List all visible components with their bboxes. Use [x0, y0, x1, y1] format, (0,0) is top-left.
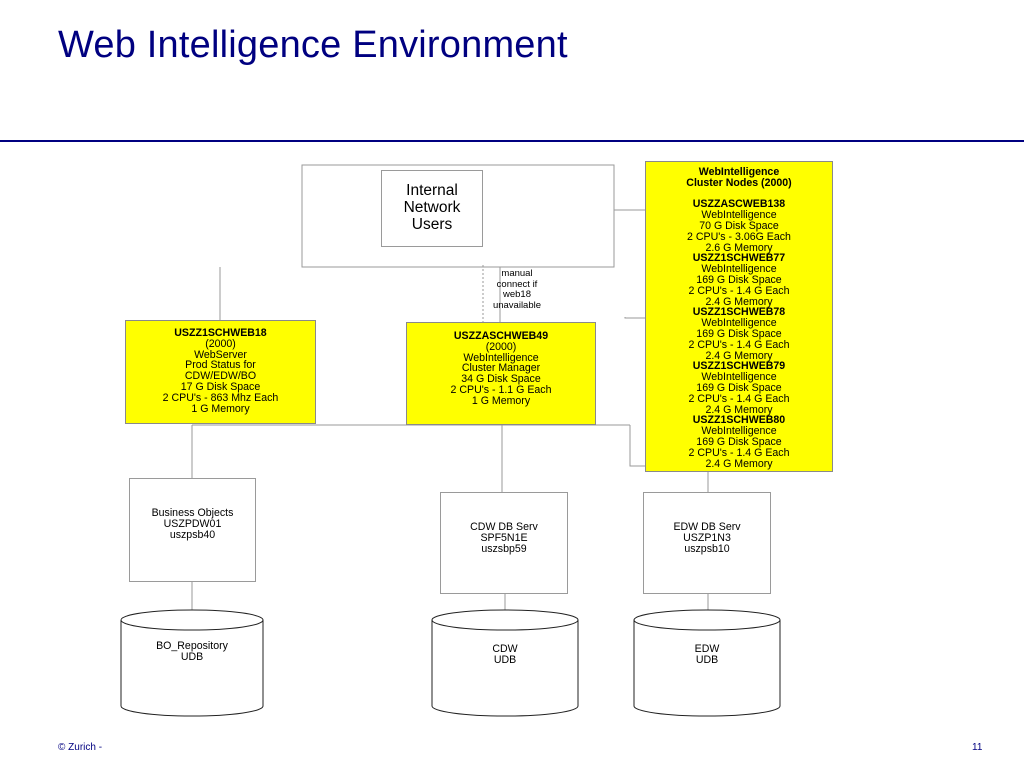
cluster-node-detail: 2.4 G Memory: [705, 349, 773, 362]
edw-db-line: EDW: [694, 643, 720, 655]
web49-detail: WebIntelligence: [463, 351, 539, 364]
web18-detail: (2000): [205, 337, 236, 350]
edw-db-server-box: EDW DB Serv USZP1N3 uszpsb10: [643, 492, 771, 594]
cdw-server-line: CDW DB Serv: [470, 521, 538, 533]
edw-db: [633, 609, 781, 717]
internal-network-users-box: Internal Network Users: [381, 170, 483, 247]
bo-db-line: BO_Repository: [156, 640, 228, 652]
slide-title: Web Intelligence Environment: [58, 24, 568, 66]
internal-network-users-label: Internal Network Users: [382, 182, 482, 233]
cluster-node-name: USZZ1SCHWEB80: [692, 414, 786, 427]
cluster-node-detail: 2.4 G Memory: [705, 457, 773, 470]
cdw-db: [431, 609, 579, 717]
cluster-node-detail: 70 G Disk Space: [699, 219, 779, 232]
edw-db-line: UDB: [695, 654, 719, 666]
cdw-db-line: CDW: [492, 643, 518, 655]
cluster-node-detail: 2 CPU's - 1.4 G Each: [688, 446, 790, 459]
bo-server-line: Business Objects: [151, 507, 234, 519]
web49-server-box: USZZASCHWEB49 (2000) WebIntelligence Clu…: [406, 322, 596, 425]
edw-server-line: EDW DB Serv: [673, 521, 741, 533]
web49-detail: Cluster Manager: [461, 362, 541, 375]
cdw-db-label: CDW UDB: [432, 644, 578, 666]
title-divider: [0, 140, 1024, 142]
cdw-db-line: UDB: [493, 654, 517, 666]
page-number: 11: [972, 742, 983, 753]
bo-repository-db-label: BO_Repository UDB: [121, 641, 263, 663]
cluster-node-detail: 2.4 G Memory: [705, 403, 773, 416]
manual-connect-note: manual connect if web18 unavailable: [476, 268, 558, 311]
footer-copyright: © Zurich -: [58, 742, 103, 753]
edw-server-line: uszpsb10: [684, 542, 730, 555]
web49-detail: 34 G Disk Space: [461, 373, 541, 386]
cluster-node-detail: 169 G Disk Space: [696, 435, 782, 448]
cluster-node-detail: WebIntelligence: [701, 371, 777, 384]
cluster-node-detail: 169 G Disk Space: [696, 273, 782, 286]
cluster-node-name: USZZ1SCHWEB79: [692, 360, 786, 373]
note-line: manual: [501, 268, 533, 279]
web18-detail: WebServer: [194, 348, 247, 361]
cdw-db-server-box: CDW DB Serv SPF5N1E uszsbp59: [440, 492, 568, 594]
cluster-node-detail: 169 G Disk Space: [696, 381, 782, 394]
web49-detail: (2000): [485, 340, 517, 353]
note-line: unavailable: [492, 299, 542, 311]
edw-db-label: EDW UDB: [634, 644, 780, 666]
connector-web49-cluster: [624, 317, 645, 319]
cluster-node-detail: 169 G Disk Space: [696, 327, 782, 340]
cluster-node-detail: 2.4 G Memory: [705, 295, 773, 308]
network-frame: [301, 164, 615, 268]
cluster-node-detail: 2 CPU's - 3.06G Each: [687, 230, 791, 243]
web49-detail: 1 G Memory: [471, 394, 531, 407]
web18-name: USZZ1SCHWEB18: [174, 327, 267, 339]
bo-server-line: USZPDW01: [163, 517, 222, 530]
cluster-node-detail: WebIntelligence: [701, 425, 777, 438]
cluster-nodes-box: WebIntelligence Cluster Nodes (2000) USZ…: [645, 161, 833, 472]
web18-detail: 17 G Disk Space: [180, 380, 261, 393]
web49-detail: 2 CPU's - 1.1 G Each: [450, 383, 552, 396]
web18-server-box: USZZ1SCHWEB18 (2000) WebServer Prod Stat…: [125, 320, 316, 424]
note-line: connect if: [496, 278, 538, 290]
cluster-node-detail: WebIntelligence: [701, 209, 777, 222]
web18-detail: 1 G Memory: [191, 402, 250, 415]
cluster-node-name: USZZASCWEB138: [692, 198, 786, 211]
cluster-node-detail: 2 CPU's - 1.4 G Each: [688, 392, 790, 405]
cluster-node-detail: WebIntelligence: [701, 263, 777, 276]
web49-name: USZZASCHWEB49: [453, 330, 549, 342]
cluster-node-detail: WebIntelligence: [701, 317, 777, 330]
web18-detail: Prod Status for: [185, 359, 256, 372]
users-line: Internal: [406, 182, 458, 199]
cluster-node-detail: 2 CPU's - 1.4 G Each: [688, 284, 790, 297]
cluster-node-name: USZZ1SCHWEB77: [692, 252, 786, 265]
bo-server-line: uszpsb40: [169, 528, 216, 541]
cdw-server-line: uszsbp59: [481, 542, 527, 555]
web18-detail: 2 CPU's - 863 Mhz Each: [162, 391, 279, 404]
web18-detail: CDW/EDW/BO: [184, 370, 257, 383]
bo-repository-db: [120, 609, 264, 717]
note-line: web18: [503, 289, 531, 300]
cluster-node-name: USZZ1SCHWEB78: [692, 306, 786, 319]
business-objects-server-box: Business Objects USZPDW01 uszpsb40: [129, 478, 256, 582]
cluster-node-detail: 2 CPU's - 1.4 G Each: [688, 338, 790, 351]
cdw-server-line: SPF5N1E: [480, 531, 528, 544]
users-line: Network: [403, 199, 461, 216]
bo-db-line: UDB: [180, 651, 204, 663]
cluster-heading: WebIntelligence: [698, 166, 780, 178]
edw-server-line: USZP1N3: [683, 531, 731, 544]
cluster-heading: Cluster Nodes (2000): [686, 176, 792, 189]
users-line: Users: [411, 216, 453, 233]
cluster-node-detail: 2.6 G Memory: [705, 241, 773, 254]
